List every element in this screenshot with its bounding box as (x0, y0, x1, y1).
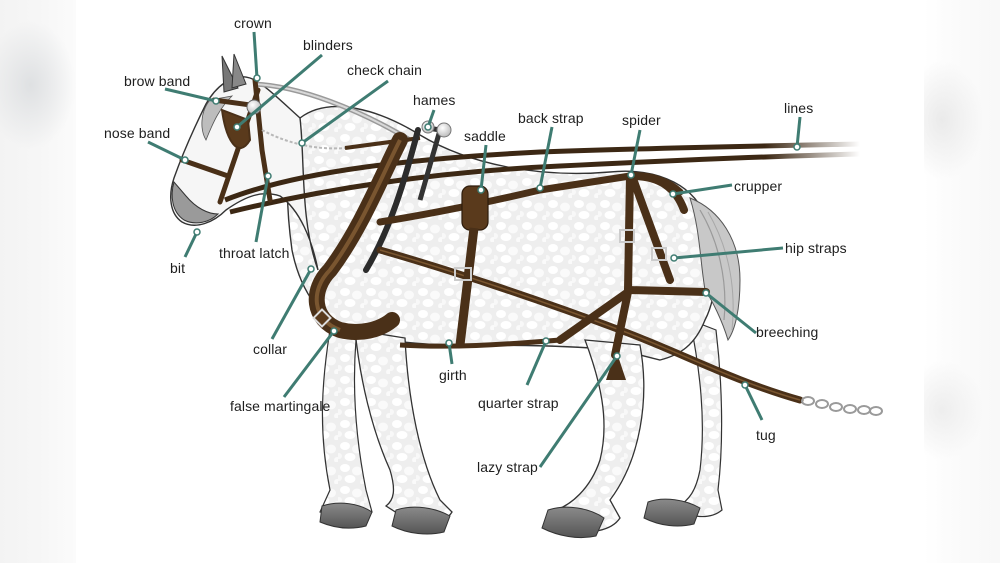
label-hames: hames (413, 92, 456, 108)
label-quarter-strap: quarter strap (478, 395, 559, 411)
saddle-girth (399, 185, 561, 349)
label-crupper: crupper (734, 178, 783, 194)
left-blurred-margin (0, 0, 76, 563)
leader-dot-check-chain (298, 139, 306, 147)
leader-dot-false-martingale (330, 327, 338, 335)
leader-dot-hames (424, 123, 432, 131)
label-tug: tug (756, 427, 776, 443)
leader-line-hip-straps (673, 246, 784, 260)
leader-line-crown (252, 31, 259, 79)
label-bit: bit (170, 260, 186, 276)
leader-line-spider (629, 129, 642, 176)
leader-dot-crupper (669, 190, 677, 198)
leader-dot-throat-latch (264, 172, 272, 180)
leader-dot-lazy-strap (613, 352, 621, 360)
leader-line-crupper (672, 183, 733, 196)
leader-dot-breeching (702, 289, 710, 297)
leader-line-collar (270, 268, 313, 340)
label-lines: lines (784, 100, 814, 116)
leader-line-brow-band (164, 87, 217, 103)
leader-line-bit (183, 231, 199, 258)
tug-chain (801, 396, 883, 416)
label-back-strap: back strap (518, 110, 584, 126)
leader-line-nose-band (147, 140, 186, 162)
label-breeching: breeching (756, 324, 819, 340)
near-legs (354, 329, 645, 533)
label-lazy-strap: lazy strap (477, 459, 538, 475)
label-saddle: saddle (464, 128, 506, 144)
label-collar: collar (253, 341, 288, 357)
leader-dot-nose-band (181, 156, 189, 164)
leader-dot-bit (193, 228, 201, 236)
label-nose-band: nose band (104, 125, 171, 141)
leader-dot-spider (627, 171, 635, 179)
leader-dot-back-strap (536, 184, 544, 192)
leader-line-check-chain (301, 79, 389, 145)
leader-dot-crown (253, 74, 261, 82)
leader-dot-collar (307, 265, 315, 273)
leader-dot-girth (445, 339, 453, 347)
leader-line-blinders (236, 53, 323, 129)
hooves (319, 498, 701, 539)
leader-dot-hip-straps (670, 254, 678, 262)
leader-lines (147, 31, 802, 468)
leader-line-tug (743, 384, 764, 421)
label-spider: spider (622, 112, 661, 128)
label-crown: crown (234, 15, 272, 31)
leader-dot-saddle (477, 186, 485, 194)
leader-line-throat-latch (254, 175, 270, 243)
leader-dot-tug (741, 381, 749, 389)
leader-line-back-strap (538, 126, 554, 189)
breeching-assembly (556, 172, 710, 359)
lines-reins (224, 141, 861, 215)
leader-dot-brow-band (212, 97, 220, 105)
label-check-chain: check chain (347, 62, 423, 78)
leader-dot-lines (793, 143, 801, 151)
leader-line-breeching (705, 291, 757, 335)
label-girth: girth (439, 367, 467, 383)
leader-line-false-martingale (282, 330, 336, 398)
label-hip-straps: hip straps (785, 240, 847, 256)
right-blurred-margin (924, 0, 1000, 563)
label-throat-latch: throat latch (219, 245, 290, 261)
leader-dot-blinders (233, 123, 241, 131)
leader-line-saddle (479, 144, 488, 191)
label-false-martingale: false martingale (230, 398, 331, 414)
leader-line-quarter-strap (525, 340, 548, 386)
tail (689, 197, 741, 342)
collar-hames (308, 120, 452, 340)
label-brow-band: brow band (124, 73, 191, 89)
leader-dot-quarter-strap (542, 337, 550, 345)
leader-line-lines (795, 116, 802, 148)
label-blinders: blinders (303, 37, 353, 53)
leader-line-lazy-strap (538, 355, 619, 468)
